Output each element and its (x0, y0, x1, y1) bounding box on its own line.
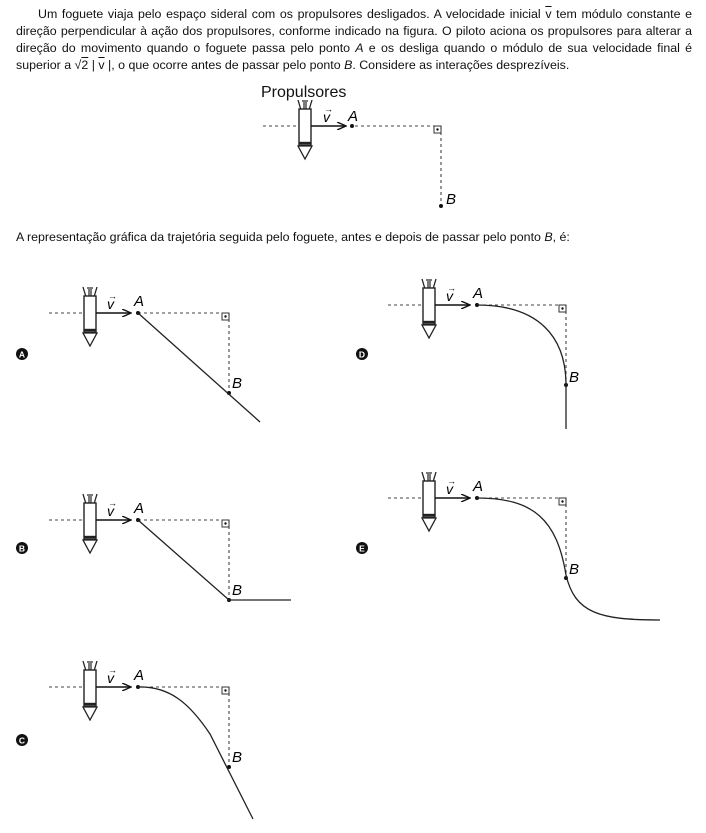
stem-point-a: A (355, 41, 364, 55)
abs-close: | (104, 58, 112, 72)
right-angle-mark (433, 125, 442, 134)
main-figure: Propulsores v → A B (261, 84, 456, 208)
trajectory-path (137, 519, 291, 601)
point-b-label: B (232, 375, 242, 392)
abs-open: | (88, 58, 99, 72)
velocity-arrow-mark: → (324, 104, 333, 114)
velocity-label: v (107, 296, 115, 312)
sqrt-argument: 2 (81, 58, 89, 72)
rocket-icon (81, 492, 99, 555)
option-c-badge[interactable] (16, 734, 28, 746)
point-b-label: B (446, 191, 456, 208)
point-a-label: A (133, 500, 144, 517)
point-a-label: A (133, 667, 144, 684)
stem-text-4: , o que ocorre antes de passar pelo pont… (111, 58, 345, 72)
option-a-badge[interactable] (16, 348, 28, 360)
question-prompt: A representação gráfica da trajetória se… (16, 229, 692, 246)
stem-text-3: e os desliga quando o módulo de sua velo… (16, 41, 692, 72)
velocity-label: v (107, 503, 115, 519)
velocity-label: v (446, 288, 454, 304)
rocket-icon (420, 470, 438, 533)
velocity-arrow-mark: → (108, 498, 117, 508)
velocity-vector-symbol-2: v (98, 58, 105, 72)
velocity-arrow-mark: → (447, 283, 456, 293)
option-e-letter: E (359, 544, 365, 554)
point-b-label: B (569, 369, 579, 386)
stem-text-5: . Considere as interações desprezíveis. (352, 58, 570, 72)
question-stem: Um foguete viaja pelo espaço sideral com… (16, 6, 692, 74)
question-text-2: , é: (552, 230, 570, 244)
point-a-label: A (347, 108, 358, 125)
velocity-arrow-mark: → (108, 665, 117, 675)
option-d-badge[interactable] (356, 348, 368, 360)
velocity-label: v (107, 670, 115, 686)
option-d-letter: D (359, 350, 365, 360)
option-b-badge[interactable] (16, 542, 28, 554)
rocket-icon (296, 98, 314, 161)
option-c[interactable]: C v → A B (16, 659, 254, 820)
sqrt-sign: √ (74, 58, 82, 72)
option-e-badge[interactable] (356, 542, 368, 554)
point-b-dot (439, 204, 443, 208)
stem-text-2: tem módulo constante e direção perpendic… (16, 7, 693, 55)
velocity-label: v (323, 109, 331, 125)
option-b[interactable]: B v → A B (16, 492, 291, 602)
velocity-label: v (446, 481, 454, 497)
rocket-icon (81, 285, 99, 348)
trajectory-path (137, 686, 254, 820)
stem-text-1: Um foguete viaja pelo espaço sideral com… (38, 7, 546, 21)
option-c-letter: C (19, 736, 25, 746)
point-a-dot (350, 124, 354, 128)
option-a-letter: A (19, 350, 25, 360)
rocket-icon (81, 659, 99, 722)
velocity-vector-symbol: v (545, 7, 552, 21)
option-d[interactable]: D v → A B (356, 277, 579, 429)
sqrt-two: √2 (75, 57, 89, 74)
option-b-letter: B (19, 544, 25, 554)
trajectory-path (476, 304, 567, 429)
option-e[interactable]: E v → A B (356, 470, 661, 621)
point-b-label: B (232, 749, 242, 766)
option-a[interactable]: A v → A B (16, 285, 261, 423)
velocity-arrow-mark: → (108, 291, 117, 301)
point-a-label: A (472, 478, 483, 495)
point-a-label: A (472, 285, 483, 302)
question-text-1: A representação gráfica da trajetória se… (16, 230, 545, 244)
point-b-label: B (232, 582, 242, 599)
velocity-arrow-mark: → (447, 476, 456, 486)
question-point-b: B (544, 230, 553, 244)
stem-point-b: B (344, 58, 353, 72)
trajectory-path (476, 497, 661, 621)
propulsores-label: Propulsores (261, 84, 346, 101)
rocket-icon (420, 277, 438, 340)
point-a-label: A (133, 293, 144, 310)
trajectory-path (137, 312, 261, 423)
point-b-label: B (569, 561, 579, 578)
